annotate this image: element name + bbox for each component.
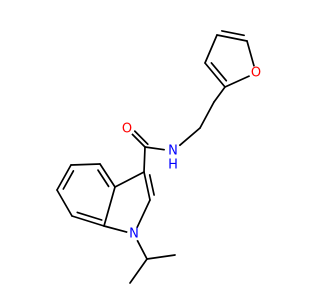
bond-indole-c7a-c3a <box>103 186 116 227</box>
atom-o-carbonyl: O <box>120 122 134 137</box>
bond-indole-n1-c7a <box>103 225 129 234</box>
bond-indole-c3-c2-double <box>148 174 155 196</box>
bond-group <box>56 30 255 284</box>
bond-carbonyl-to-indole <box>143 146 146 173</box>
bond-indole-c3-c2 <box>143 171 151 201</box>
bond-indole-c3a-c4-double <box>97 169 110 188</box>
atom-label-n-indole: N <box>129 227 139 242</box>
bond-indole-c5-c6-double <box>62 170 75 190</box>
bond-furan-c4-c3 <box>204 34 218 64</box>
bond-furan-to-ch2 <box>213 86 226 103</box>
bond-indole-c5-c6 <box>56 164 72 191</box>
atom-n-amide: N H <box>165 143 181 173</box>
bond-carbonyl-o-double <box>133 130 149 146</box>
bond-furan-c5-c4 <box>216 34 248 42</box>
bond-ch2-to-n <box>179 127 201 147</box>
bond-isopropyl-methyl-2 <box>146 254 176 260</box>
bond-carbonyl-o <box>131 133 146 148</box>
bond-indole-c2-n1 <box>136 199 151 229</box>
bond-furan-c3-c2-double <box>210 62 228 82</box>
bond-indole-c3a-c3 <box>114 171 145 188</box>
atom-o-furan: O <box>249 66 263 81</box>
atom-label-n-amide: N <box>168 144 178 159</box>
atom-n-indole: N <box>127 227 141 242</box>
bond-furan-c5-c4-double <box>221 30 245 37</box>
atom-label-o-furan: O <box>251 66 261 81</box>
bond-indole-c7-c7a-double <box>76 211 103 221</box>
bond-indole-c7-c7a <box>71 215 105 227</box>
bond-indole-c6-c7 <box>56 189 73 217</box>
molecule-canvas: O O N H N <box>56 30 263 284</box>
bond-indole-c3a-c4 <box>99 163 116 188</box>
bond-furan-c2-o <box>224 75 251 88</box>
molecule-structure-svg: O O N H N <box>56 30 263 284</box>
bond-n1-to-isopropyl <box>136 239 148 260</box>
bond-n-to-carbonyl <box>144 146 165 151</box>
bond-furan-o-c5 <box>246 40 255 68</box>
bond-ch2-ch2 <box>199 101 215 129</box>
bond-furan-c3-c2 <box>204 62 226 88</box>
atom-label-o-carbonyl: O <box>122 122 132 137</box>
bond-isopropyl-methyl-1 <box>129 258 148 284</box>
atom-label-h-amide: H <box>168 158 178 173</box>
bond-indole-c4-c5 <box>70 163 101 166</box>
atom-label-group: O O N H N <box>120 66 263 242</box>
